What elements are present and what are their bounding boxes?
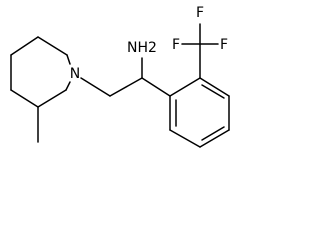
fluorine-top-right-label: F: [196, 5, 204, 21]
ring-bond: [10, 89, 39, 108]
n-ch2-bond: [80, 77, 111, 97]
aromatic-bond: [169, 77, 201, 97]
aromatic-inner-bond: [201, 84, 225, 99]
ch-aryl-bond: [141, 77, 171, 97]
fluorine-right-label: F: [220, 37, 228, 53]
ch2-ch-bond: [109, 77, 143, 97]
ring-bond: [37, 36, 68, 56]
structure-diagram: N NH2 F F F: [10, 5, 230, 148]
ring-bond: [10, 36, 39, 56]
piperidine-ring: [10, 36, 71, 108]
ethyl-chain: [80, 57, 171, 97]
benzene-ring: [169, 77, 230, 148]
ring-bond: [37, 89, 67, 108]
amine-label: NH2: [127, 40, 157, 56]
aromatic-inner-bond: [201, 126, 225, 141]
ring-bond-to-n: [65, 81, 71, 91]
aromatic-bond: [199, 77, 230, 97]
aromatic-bond: [169, 129, 201, 148]
molecule-drawing: N NH2 F F F: [10, 5, 230, 148]
trifluoromethyl-group: [181, 23, 219, 79]
ring-bond-to-n: [66, 54, 71, 65]
fluorine-top-left-label: F: [172, 37, 180, 53]
ring-nitrogen-label: N: [70, 66, 80, 82]
aromatic-bond: [199, 129, 230, 148]
